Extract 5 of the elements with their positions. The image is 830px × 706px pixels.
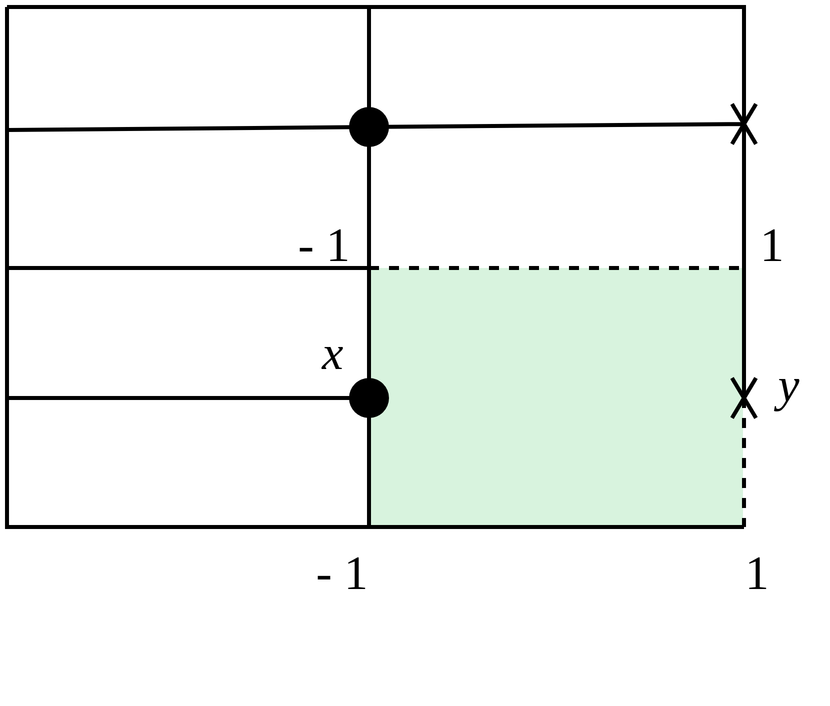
axis-value: 1 <box>745 550 769 598</box>
variable-label: x <box>322 330 344 378</box>
axis-value: - 1 <box>298 222 350 270</box>
axis-value: 1 <box>760 222 784 270</box>
axis-value: - 1 <box>316 550 368 598</box>
